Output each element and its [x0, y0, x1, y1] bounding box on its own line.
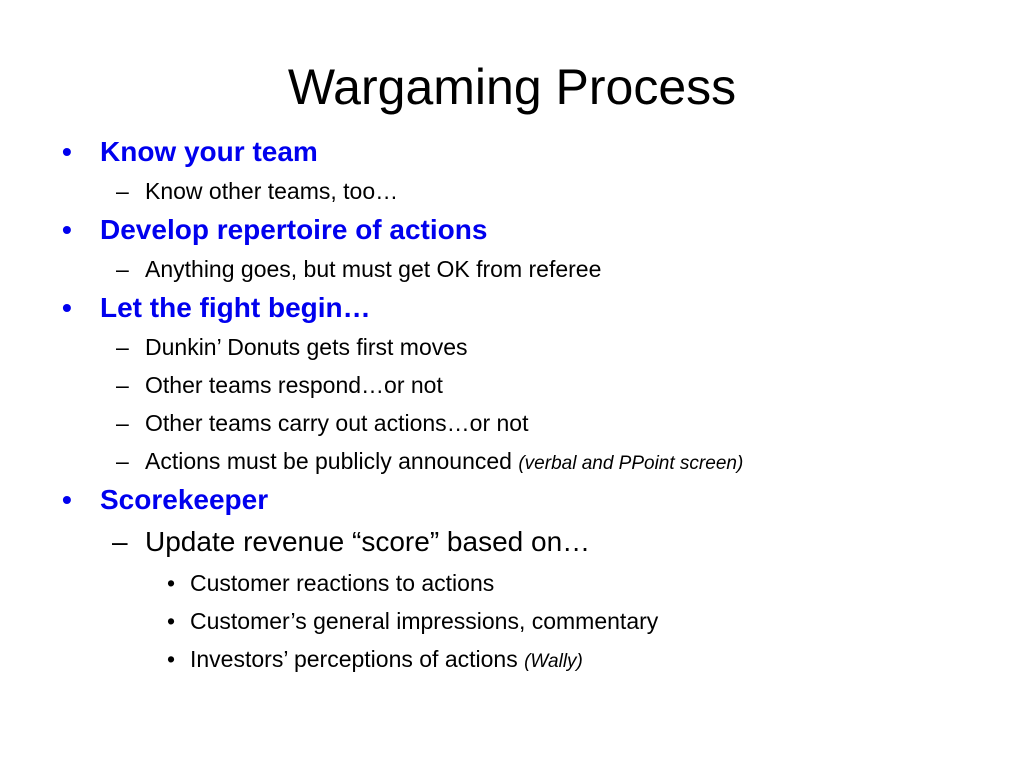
bullet-item: • Develop repertoire of actions	[60, 210, 1000, 250]
bullet-text: Develop repertoire of actions	[100, 214, 488, 245]
bullet-marker: •	[62, 214, 72, 245]
sub-sub-bullet-item: • Customer reactions to actions	[60, 564, 1000, 602]
sub-bullet-item: – Actions must be publicly announced (ve…	[60, 442, 1000, 480]
bullet-marker: •	[62, 484, 72, 515]
bullet-marker: •	[167, 608, 176, 634]
bullet-text: Know your team	[100, 136, 318, 167]
sub-bullet-text: Other teams carry out actions…or not	[145, 410, 529, 436]
sub-bullet-item: – Other teams respond…or not	[60, 366, 1000, 404]
sub-bullet-note: (verbal and PPoint screen)	[518, 453, 744, 474]
sub-bullet-text: Anything goes, but must get OK from refe…	[145, 256, 602, 282]
sub-bullet-item: – Other teams carry out actions…or not	[60, 404, 1000, 442]
sub-bullet-text: Actions must be publicly announced	[145, 448, 519, 474]
dash-marker: –	[116, 334, 129, 360]
sub-bullet-text: Other teams respond…or not	[145, 372, 443, 398]
bullet-marker: •	[167, 646, 176, 672]
bullet-marker: •	[62, 292, 72, 323]
sub-sub-bullet-item: • Customer’s general impressions, commen…	[60, 602, 1000, 640]
bullet-item: • Scorekeeper	[60, 480, 1000, 520]
dash-marker: –	[116, 372, 129, 398]
sub-bullet-item: – Anything goes, but must get OK from re…	[60, 250, 1000, 288]
sub-sub-bullet-text: Customer reactions to actions	[190, 570, 495, 596]
sub-sub-bullet-text: Investors’ perceptions of actions	[190, 646, 525, 672]
dash-marker: –	[116, 410, 129, 436]
dash-marker: –	[116, 178, 129, 204]
sub-bullet-item: – Update revenue “score” based on…	[60, 520, 1000, 564]
dash-marker: –	[116, 448, 129, 474]
bullet-marker: •	[167, 570, 176, 596]
sub-bullet-text: Update revenue “score” based on…	[145, 526, 591, 557]
sub-sub-bullet-item: • Investors’ perceptions of actions (Wal…	[60, 640, 1000, 678]
sub-bullet-text: Dunkin’ Donuts gets first moves	[145, 334, 468, 360]
sub-bullet-item: – Know other teams, too…	[60, 172, 1000, 210]
sub-bullet-text: Know other teams, too…	[145, 178, 399, 204]
bullet-list: • Know your team – Know other teams, too…	[60, 132, 1000, 678]
bullet-text: Scorekeeper	[100, 484, 269, 515]
bullet-item: • Let the fight begin…	[60, 288, 1000, 328]
sub-bullet-item: – Dunkin’ Donuts gets first moves	[60, 328, 1000, 366]
bullet-marker: •	[62, 136, 72, 167]
sub-sub-bullet-text: Customer’s general impressions, commenta…	[190, 608, 659, 634]
bullet-text: Let the fight begin…	[100, 292, 371, 323]
bullet-item: • Know your team	[60, 132, 1000, 172]
dash-marker: –	[112, 526, 128, 557]
slide-title: Wargaming Process	[287, 59, 737, 115]
dash-marker: –	[116, 256, 129, 282]
sub-sub-bullet-note: (Wally)	[524, 651, 583, 672]
